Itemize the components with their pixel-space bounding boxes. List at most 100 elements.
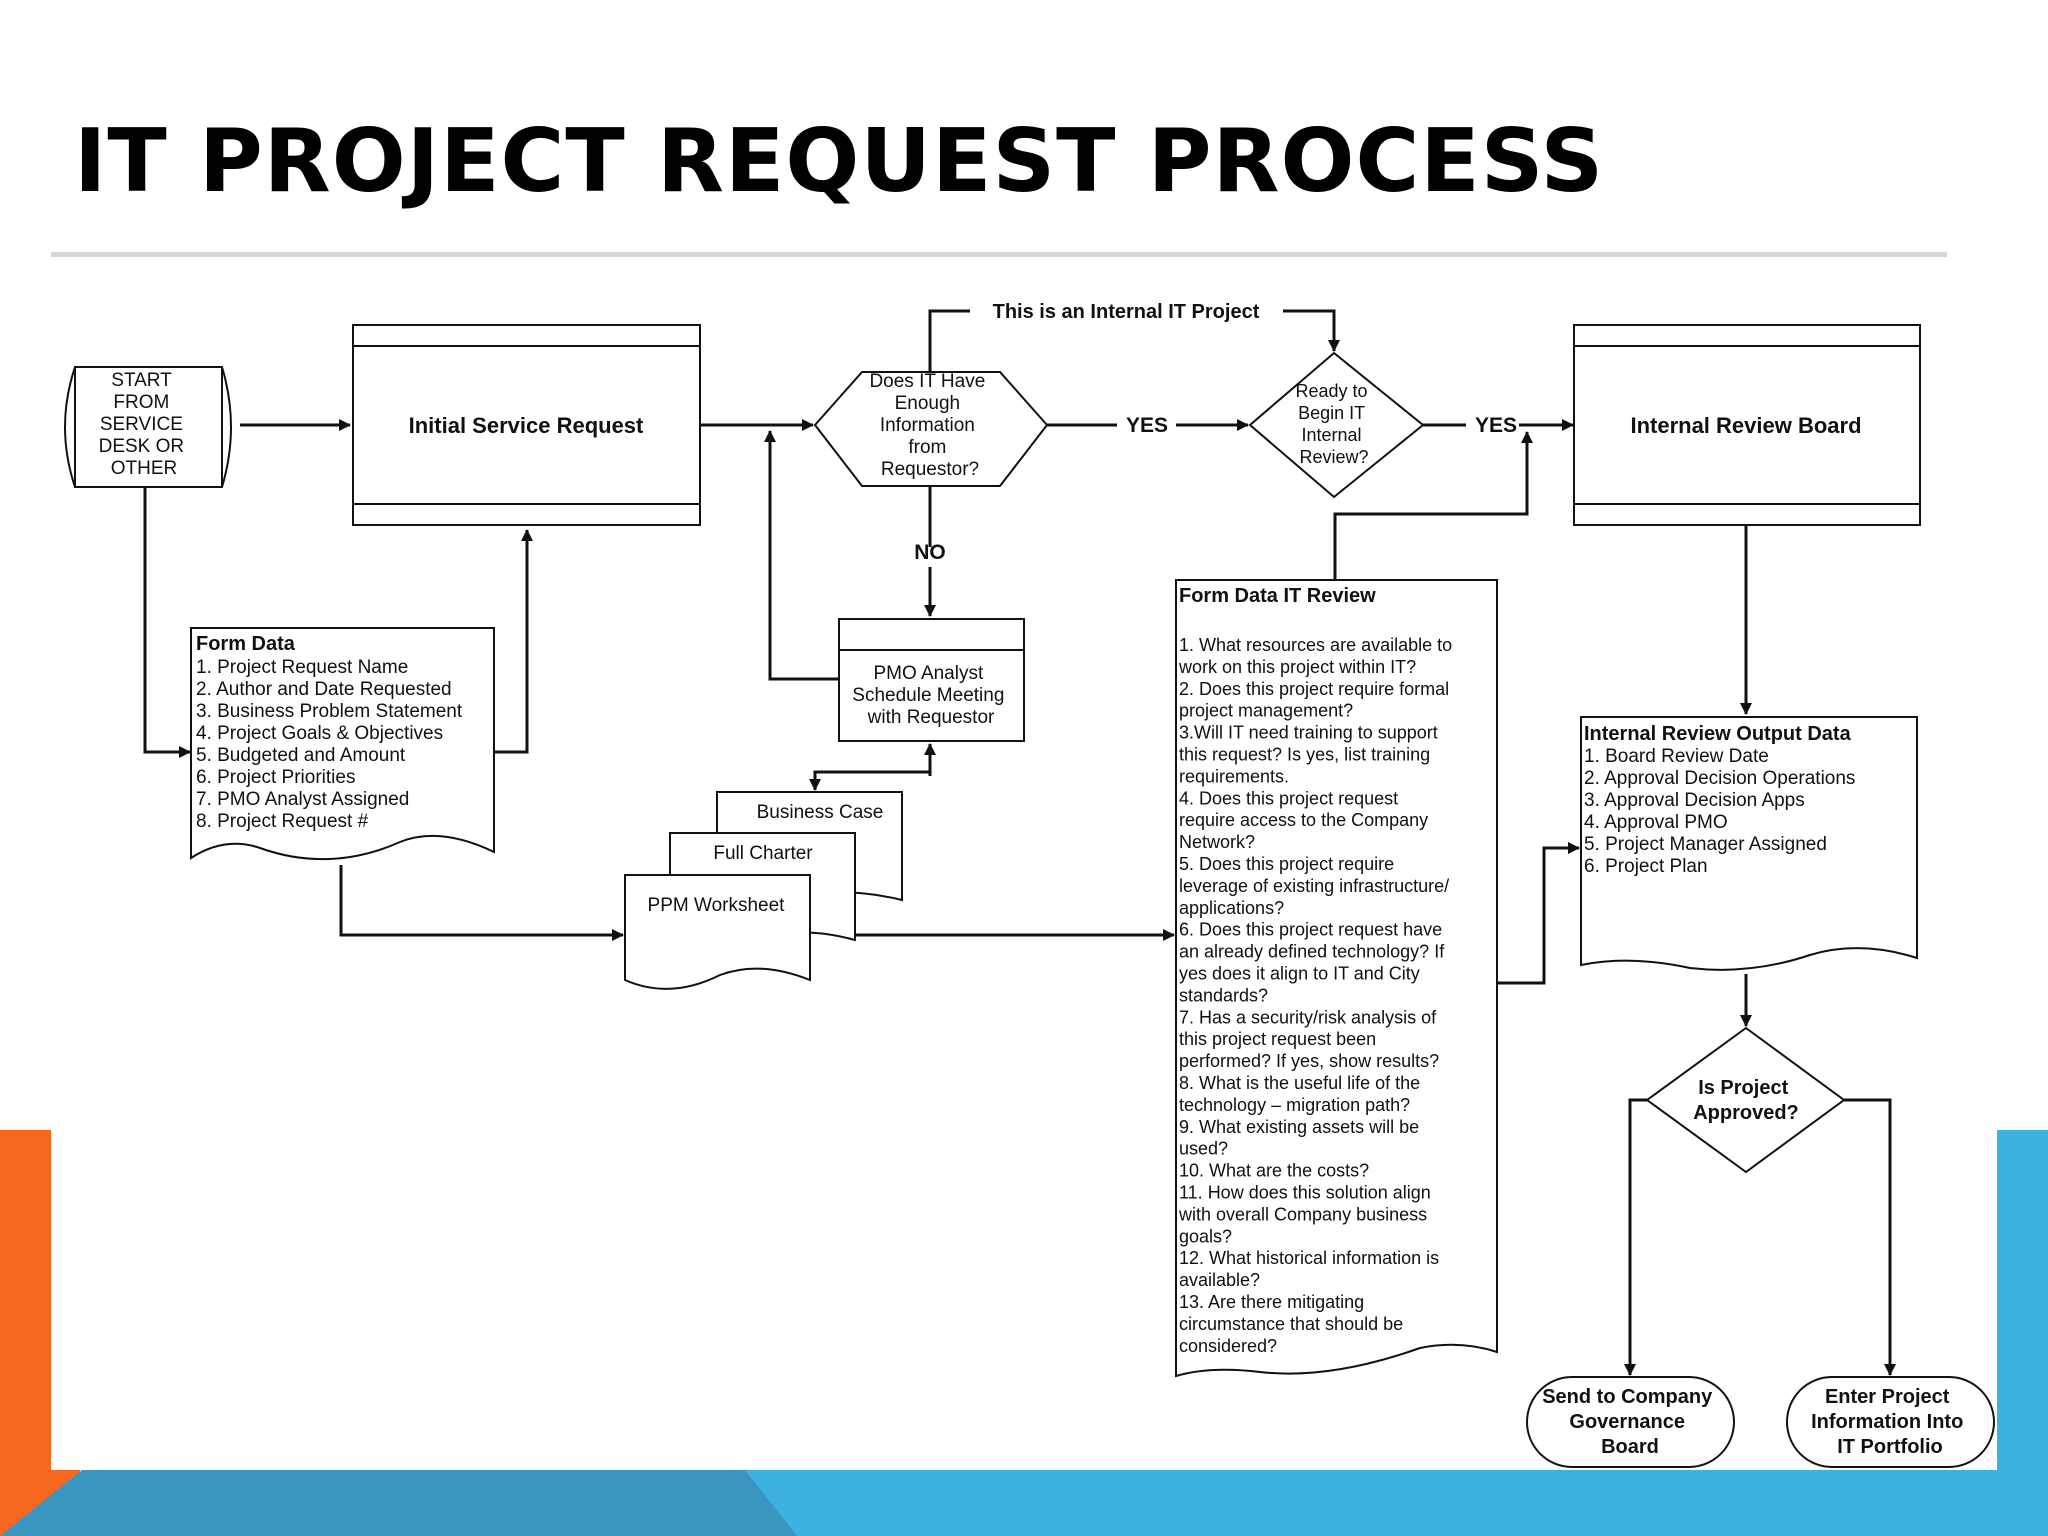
portfolio-line: Information Into [1811, 1411, 1963, 1433]
svg-text:Ready to Begin IT: Ready to Begin IT Internal Review? [1295, 381, 1372, 467]
it-review-line: 11. How does this solution align [1179, 1183, 1431, 1203]
svg-text:Does IT Have Enough: Does IT Have Enough Information from Req… [869, 371, 990, 480]
svg-text:Is Project Approved?: Is Project Approved? [1693, 1077, 1799, 1124]
initial-service-request-label: Initial Service Request [409, 413, 644, 438]
light-blue-bottom-band [745, 1470, 2048, 1536]
form-data-item: 1. Project Request Name [196, 657, 408, 678]
form-data-item: 2. Author and Date Requested [196, 679, 452, 700]
decision-line: Is Project [1698, 1077, 1788, 1099]
it-review-line: 1. What resources are available to [1179, 635, 1452, 655]
decision-line: Internal [1301, 425, 1361, 445]
it-review-line: 4. Does this project request [1179, 788, 1398, 808]
it-review-line: yes does it align to IT and City [1179, 964, 1420, 984]
pmo-line: with Requestor [867, 707, 995, 728]
it-review-line: an already defined technology? If [1179, 942, 1445, 962]
form-data-item: 6. Project Priorities [196, 767, 355, 788]
review-output-item: 1. Board Review Date [1584, 746, 1769, 767]
it-portfolio-terminator: Enter Project Information Into IT Portfo… [1786, 1376, 1995, 1468]
it-review-line: goals? [1179, 1226, 1232, 1246]
it-review-line: 12. What historical information is [1179, 1248, 1439, 1268]
governance-line: Send to Company [1542, 1386, 1713, 1408]
it-review-line: leverage of existing infrastructure/ [1179, 876, 1449, 896]
review-output-item: 3. Approval Decision Apps [1584, 790, 1805, 811]
decision-line: Does IT Have [869, 371, 985, 392]
form-data-it-review-document: Form Data IT Review 1. What resources ar… [1175, 579, 1498, 1378]
svg-text:Form Data 1. Project Req: Form Data 1. Project Request Name 2. Aut… [196, 633, 467, 832]
form-data-item: 7. PMO Analyst Assigned [196, 789, 409, 810]
svg-text:Send to Company Governan: Send to Company Governance Board [1542, 1386, 1718, 1458]
it-review-line: available? [1179, 1270, 1260, 1290]
it-review-line: project management? [1179, 701, 1353, 721]
it-review-line: performed? If yes, show results? [1179, 1051, 1439, 1071]
ppm-worksheet-label: PPM Worksheet [648, 895, 786, 916]
review-output-title: Internal Review Output Data [1584, 723, 1852, 745]
it-review-line: considered? [1179, 1336, 1277, 1356]
form-data-item: 4. Project Goals & Objectives [196, 723, 443, 744]
review-output-item: 4. Approval PMO [1584, 812, 1728, 833]
start-terminator: START FROM SERVICE DESK OR OTHER [64, 366, 232, 488]
it-review-line: 10. What are the costs? [1179, 1161, 1369, 1181]
pmo-line: PMO Analyst [873, 663, 984, 684]
decision-line: Begin IT [1298, 403, 1365, 423]
it-review-line: used? [1179, 1139, 1228, 1159]
it-review-line: 5. Does this project require [1179, 854, 1394, 874]
it-review-line: require access to the Company [1179, 810, 1428, 830]
it-review-line: requirements. [1179, 766, 1289, 786]
it-review-line: this project request been [1179, 1029, 1376, 1049]
form-data-item: 3. Business Problem Statement [196, 701, 463, 722]
it-review-line: circumstance that should be [1179, 1314, 1403, 1334]
it-review-line: standards? [1179, 985, 1268, 1005]
decision-enough-information: Does IT Have Enough Information from Req… [813, 371, 1049, 487]
orange-side-bar [0, 1130, 51, 1536]
title-divider [51, 252, 1947, 257]
decision-line: Information [880, 415, 975, 436]
start-line: DESK OR [99, 436, 185, 457]
it-review-line: with overall Company business [1178, 1204, 1427, 1224]
internal-review-board-label: Internal Review Board [1630, 413, 1861, 438]
no-label: NO [914, 541, 946, 564]
review-output-item: 5. Project Manager Assigned [1584, 834, 1827, 855]
ppm-worksheet-document: PPM Worksheet [624, 874, 811, 990]
start-line: FROM [113, 392, 169, 413]
it-review-line: applications? [1179, 898, 1284, 918]
pmo-analyst-box: PMO Analyst Schedule Meeting with Reques… [838, 618, 1025, 742]
it-review-line: 8. What is the useful life of the [1179, 1073, 1420, 1093]
portfolio-line: Enter Project [1825, 1386, 1950, 1408]
svg-text:Internal Review Output Data: Internal Review Output Data 1. Board Rev… [1584, 723, 1861, 877]
governance-line: Board [1601, 1436, 1659, 1458]
start-line: SERVICE [100, 414, 183, 435]
it-review-title: Form Data IT Review [1179, 585, 1376, 607]
svg-text:START FROM SERVICE: START FROM SERVICE DESK OR OTHER [99, 370, 190, 479]
decision-line: Enough [895, 393, 961, 414]
yes-label: YES [1126, 414, 1168, 437]
form-data-item: 5. Budgeted and Amount [196, 745, 406, 766]
decision-line: from [908, 437, 946, 458]
it-review-line: 13. Are there mitigating [1179, 1292, 1364, 1312]
form-data-item: 8. Project Request # [196, 811, 369, 832]
svg-text:PMO Analyst Schedule Mee: PMO Analyst Schedule Meeting with Reques… [852, 663, 1009, 728]
start-line: OTHER [111, 458, 178, 479]
decision-line: Review? [1299, 447, 1368, 467]
yes-label: YES [1475, 414, 1517, 437]
it-review-line: 6. Does this project request have [1179, 920, 1442, 940]
it-review-line: 9. What existing assets will be [1179, 1117, 1419, 1137]
it-review-line: technology – migration path? [1179, 1095, 1410, 1115]
governance-board-terminator: Send to Company Governance Board [1526, 1376, 1735, 1468]
start-line: START [111, 370, 172, 391]
review-output-item: 2. Approval Decision Operations [1584, 768, 1855, 789]
it-review-line: Network? [1179, 832, 1255, 852]
internal-project-label: This is an Internal IT Project [993, 301, 1260, 323]
it-review-line: 3.Will IT need training to support [1179, 723, 1438, 743]
svg-text:Enter Project Informatio: Enter Project Information Into IT Portfo… [1811, 1386, 1969, 1458]
decision-ready-to-begin-review: Ready to Begin IT Internal Review? [1248, 351, 1425, 499]
connector-lines [143, 309, 1896, 1376]
portfolio-line: IT Portfolio [1837, 1436, 1943, 1458]
it-review-line: 7. Has a security/risk analysis of [1179, 1007, 1437, 1027]
decision-project-approved: Is Project Approved? [1645, 1026, 1846, 1174]
form-data-document: Form Data 1. Project Request Name 2. Aut… [190, 627, 495, 861]
it-review-line: work on this project within IT? [1178, 657, 1416, 677]
governance-line: Governance [1569, 1411, 1685, 1433]
internal-review-board-box: Internal Review Board [1573, 324, 1921, 526]
decision-line: Approved? [1693, 1102, 1799, 1124]
